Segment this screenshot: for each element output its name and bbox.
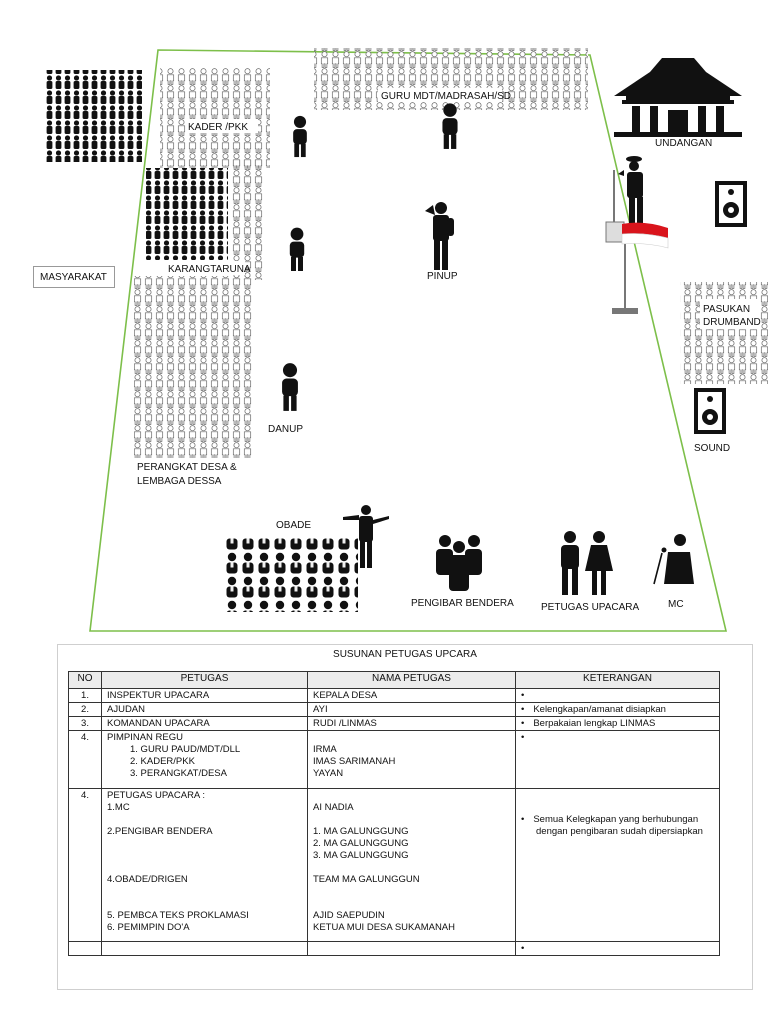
danup-label: DANUP xyxy=(268,424,303,435)
masyarakat-label-box: MASYARAKAT xyxy=(33,266,115,288)
pengibar-bendera-label: PENGIBAR BENDERA xyxy=(411,598,514,609)
row-petugas: AJUDAN xyxy=(101,702,308,717)
obade-choir-crowd xyxy=(222,538,358,612)
pemimpin-regu-1-icon xyxy=(293,115,307,158)
row-no xyxy=(68,941,102,956)
pinup-saluting-officer-icon xyxy=(425,202,454,270)
petugas-table-panel: SUSUNAN PETUGAS UPCARA NO PETUGAS NAMA P… xyxy=(57,644,753,990)
table-row: 4. PETUGAS UPACARA : 1.MC 2.PENGIBAR BEN… xyxy=(68,788,720,942)
table-row: 3. KOMANDAN UPACARA RUDI /LINMAS Berpaka… xyxy=(68,716,720,731)
row-nama: IRMA IMAS SARIMANAH YAYAN xyxy=(307,730,516,789)
pemimpin-regu-3-icon xyxy=(289,227,305,271)
row-keterangan: Semua Kelegkapan yang berhubungan dengan… xyxy=(515,788,720,942)
inspektur-upacara-icon xyxy=(618,156,643,227)
speaker-icon xyxy=(715,181,747,227)
kader-pkk-crowd xyxy=(160,68,270,168)
row-petugas: PETUGAS UPACARA : 1.MC 2.PENGIBAR BENDER… xyxy=(101,788,308,942)
pinup-label: PINUP xyxy=(427,271,458,282)
mc-label: MC xyxy=(668,599,684,610)
red-white-flag-icon xyxy=(621,222,669,249)
row-no: 2. xyxy=(68,702,102,717)
petugas-table: NO PETUGAS NAMA PETUGAS KETERANGAN 1. IN… xyxy=(68,671,720,956)
table-row xyxy=(68,941,720,956)
table-row: 4. PIMPINAN REGU 1. GURU PAUD/MDT/DLL 2.… xyxy=(68,730,720,789)
table-row: 1. INSPEKTUR UPACARA KEPALA DESA xyxy=(68,688,720,703)
drumband-crowd xyxy=(680,282,768,384)
karang-taruna-outline-crowd xyxy=(232,160,264,280)
row-nama: RUDI /LINMAS xyxy=(307,716,516,731)
row-nama xyxy=(307,941,516,956)
row-nama: KEPALA DESA xyxy=(307,688,516,703)
undangan-label: UNDANGAN xyxy=(655,138,712,149)
ceremony-layout-diagram: KADER /PKK KARANGTARUNA PERANGKAT DESA &… xyxy=(46,48,768,632)
header-no: NO xyxy=(68,671,102,689)
row-keterangan xyxy=(515,688,720,703)
karang-taruna-crowd xyxy=(146,168,228,260)
row-petugas: PIMPINAN REGU 1. GURU PAUD/MDT/DLL 2. KA… xyxy=(101,730,308,789)
conductor-icon xyxy=(343,505,389,568)
table-title: SUSUNAN PETUGAS UPCARA xyxy=(333,649,477,660)
petugas-upacara-couple-icon xyxy=(561,531,613,595)
karang-taruna-label: KARANGTARUNA xyxy=(168,264,251,275)
row-nama: AYI xyxy=(307,702,516,717)
drumband-label-line1: PASUKAN xyxy=(703,304,750,315)
mc-icon xyxy=(653,534,694,585)
row-keterangan: Kelengkapan/amanat disiapkan xyxy=(515,702,720,717)
flagpole-icon xyxy=(605,170,638,314)
perangkat-desa-label-line2: LEMBAGA DESSA xyxy=(137,476,222,487)
pengibar-bendera-group-icon xyxy=(436,535,482,591)
perangkat-desa-crowd xyxy=(134,276,254,458)
sound-speaker-icon xyxy=(694,388,726,434)
obade-label: OBADE xyxy=(276,520,311,531)
kader-pkk-label: KADER /PKK xyxy=(188,122,248,133)
header-petugas: PETUGAS xyxy=(101,671,308,689)
sound-label: SOUND xyxy=(694,443,730,454)
row-no: 1. xyxy=(68,688,102,703)
row-no: 4. xyxy=(68,788,102,942)
row-no: 3. xyxy=(68,716,102,731)
drumband-label-line2: DRUMBAND xyxy=(703,317,761,328)
row-petugas: KOMANDAN UPACARA xyxy=(101,716,308,731)
row-petugas: INSPEKTUR UPACARA xyxy=(101,688,308,703)
row-keterangan xyxy=(515,730,720,789)
row-no: 4. xyxy=(68,730,102,789)
header-nama-petugas: NAMA PETUGAS xyxy=(307,671,516,689)
joglo-house-icon xyxy=(614,58,742,137)
table-header-row: NO PETUGAS NAMA PETUGAS KETERANGAN xyxy=(68,671,720,689)
masyarakat-crowd xyxy=(46,70,142,162)
petugas-upacara-label: PETUGAS UPACARA xyxy=(541,602,639,613)
row-keterangan xyxy=(515,941,720,956)
row-petugas xyxy=(101,941,308,956)
row-nama: AI NADIA 1. MA GALUNGGUNG 2. MA GALUNGGU… xyxy=(307,788,516,942)
table-row: 2. AJUDAN AYI Kelengkapan/amanat disiapk… xyxy=(68,702,720,717)
danup-icon xyxy=(282,363,298,411)
header-keterangan: KETERANGAN xyxy=(515,671,720,689)
row-keterangan: Berpakaian lengkap LINMAS xyxy=(515,716,720,731)
pemimpin-regu-2-icon xyxy=(442,103,458,149)
perangkat-desa-label-line1: PERANGKAT DESA & xyxy=(137,462,237,473)
guru-label: GURU MDT/MADRASAH/SD xyxy=(381,91,511,102)
